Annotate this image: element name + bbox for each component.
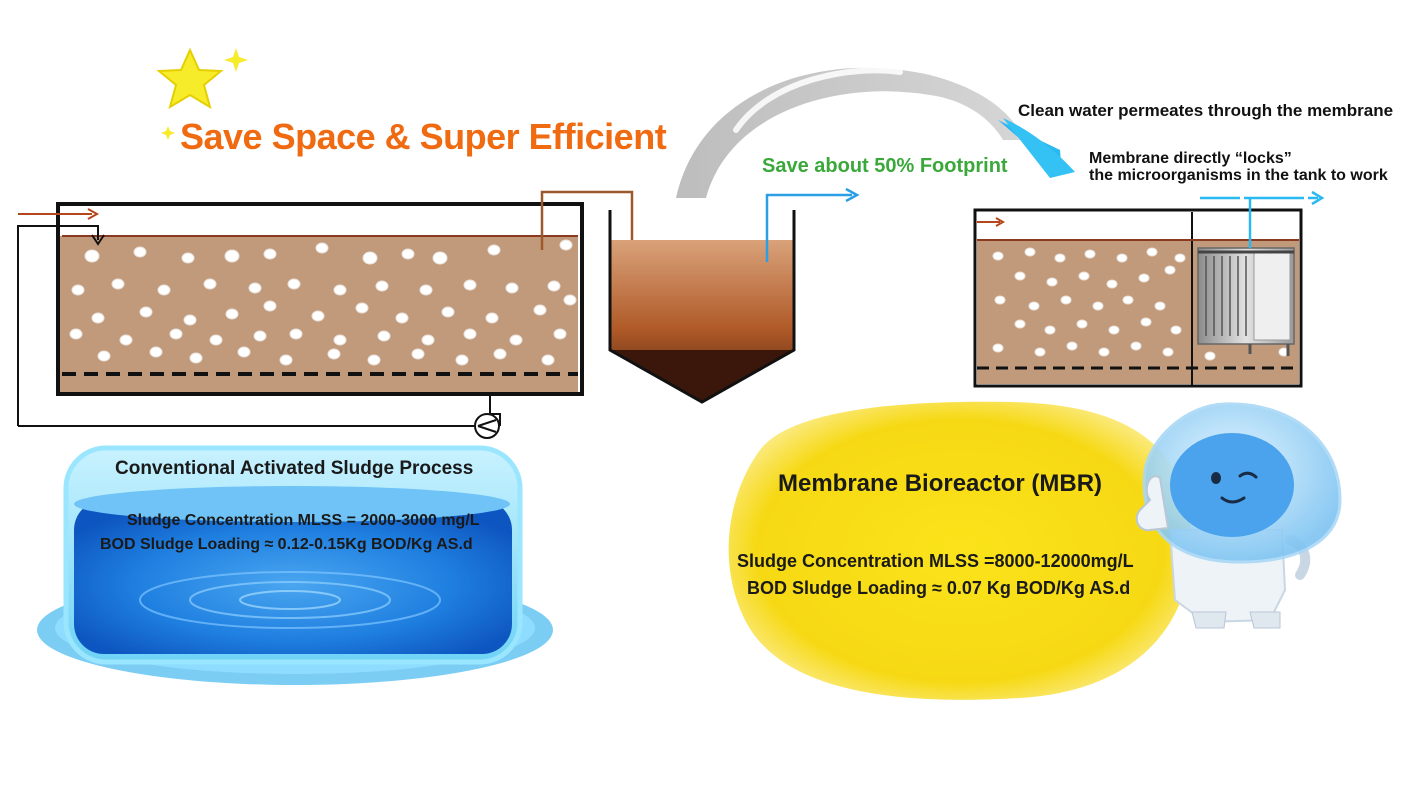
permeate-caption: Clean water permeates through the membra… bbox=[1018, 101, 1394, 120]
footprint-note: Save about 50% Footprint bbox=[762, 155, 1008, 177]
membrane-module-icon bbox=[1197, 247, 1295, 356]
permeate-arrow-icon bbox=[1200, 190, 1325, 248]
mascot-icon bbox=[1135, 402, 1342, 629]
influent-arrow-icon bbox=[17, 208, 501, 427]
mbr-bod: BOD Sludge Loading ≈ 0.07 Kg BOD/Kg AS.d bbox=[747, 578, 1131, 598]
pump-icon bbox=[474, 413, 500, 439]
effluent-arrow-icon bbox=[765, 187, 860, 262]
conventional-info-badge bbox=[37, 445, 553, 685]
locks-caption-line1: Membrane directly “locks” bbox=[1089, 150, 1292, 167]
aeration-tank bbox=[56, 202, 584, 396]
mbr-mlss: Sludge Concentration MLSS =8000-12000mg/… bbox=[737, 551, 1134, 571]
locks-caption-line2: the microorganisms in the tank to work bbox=[1089, 167, 1388, 184]
mbr-influent-arrow-icon bbox=[977, 217, 1006, 227]
star-icon bbox=[156, 47, 248, 140]
conventional-bod: BOD Sludge Loading ≈ 0.12-0.15Kg BOD/Kg … bbox=[100, 536, 473, 553]
mbr-info-badge bbox=[728, 401, 1192, 700]
clarifier-tank bbox=[608, 210, 796, 404]
conventional-mlss: Sludge Concentration MLSS = 2000-3000 mg… bbox=[127, 512, 480, 529]
mbr-title: Membrane Bioreactor (MBR) bbox=[778, 470, 1103, 497]
page-title: Save Space & Super Efficient bbox=[180, 116, 667, 157]
conventional-title: Conventional Activated Sludge Process bbox=[115, 458, 474, 479]
transition-arrow-icon bbox=[676, 67, 1075, 198]
